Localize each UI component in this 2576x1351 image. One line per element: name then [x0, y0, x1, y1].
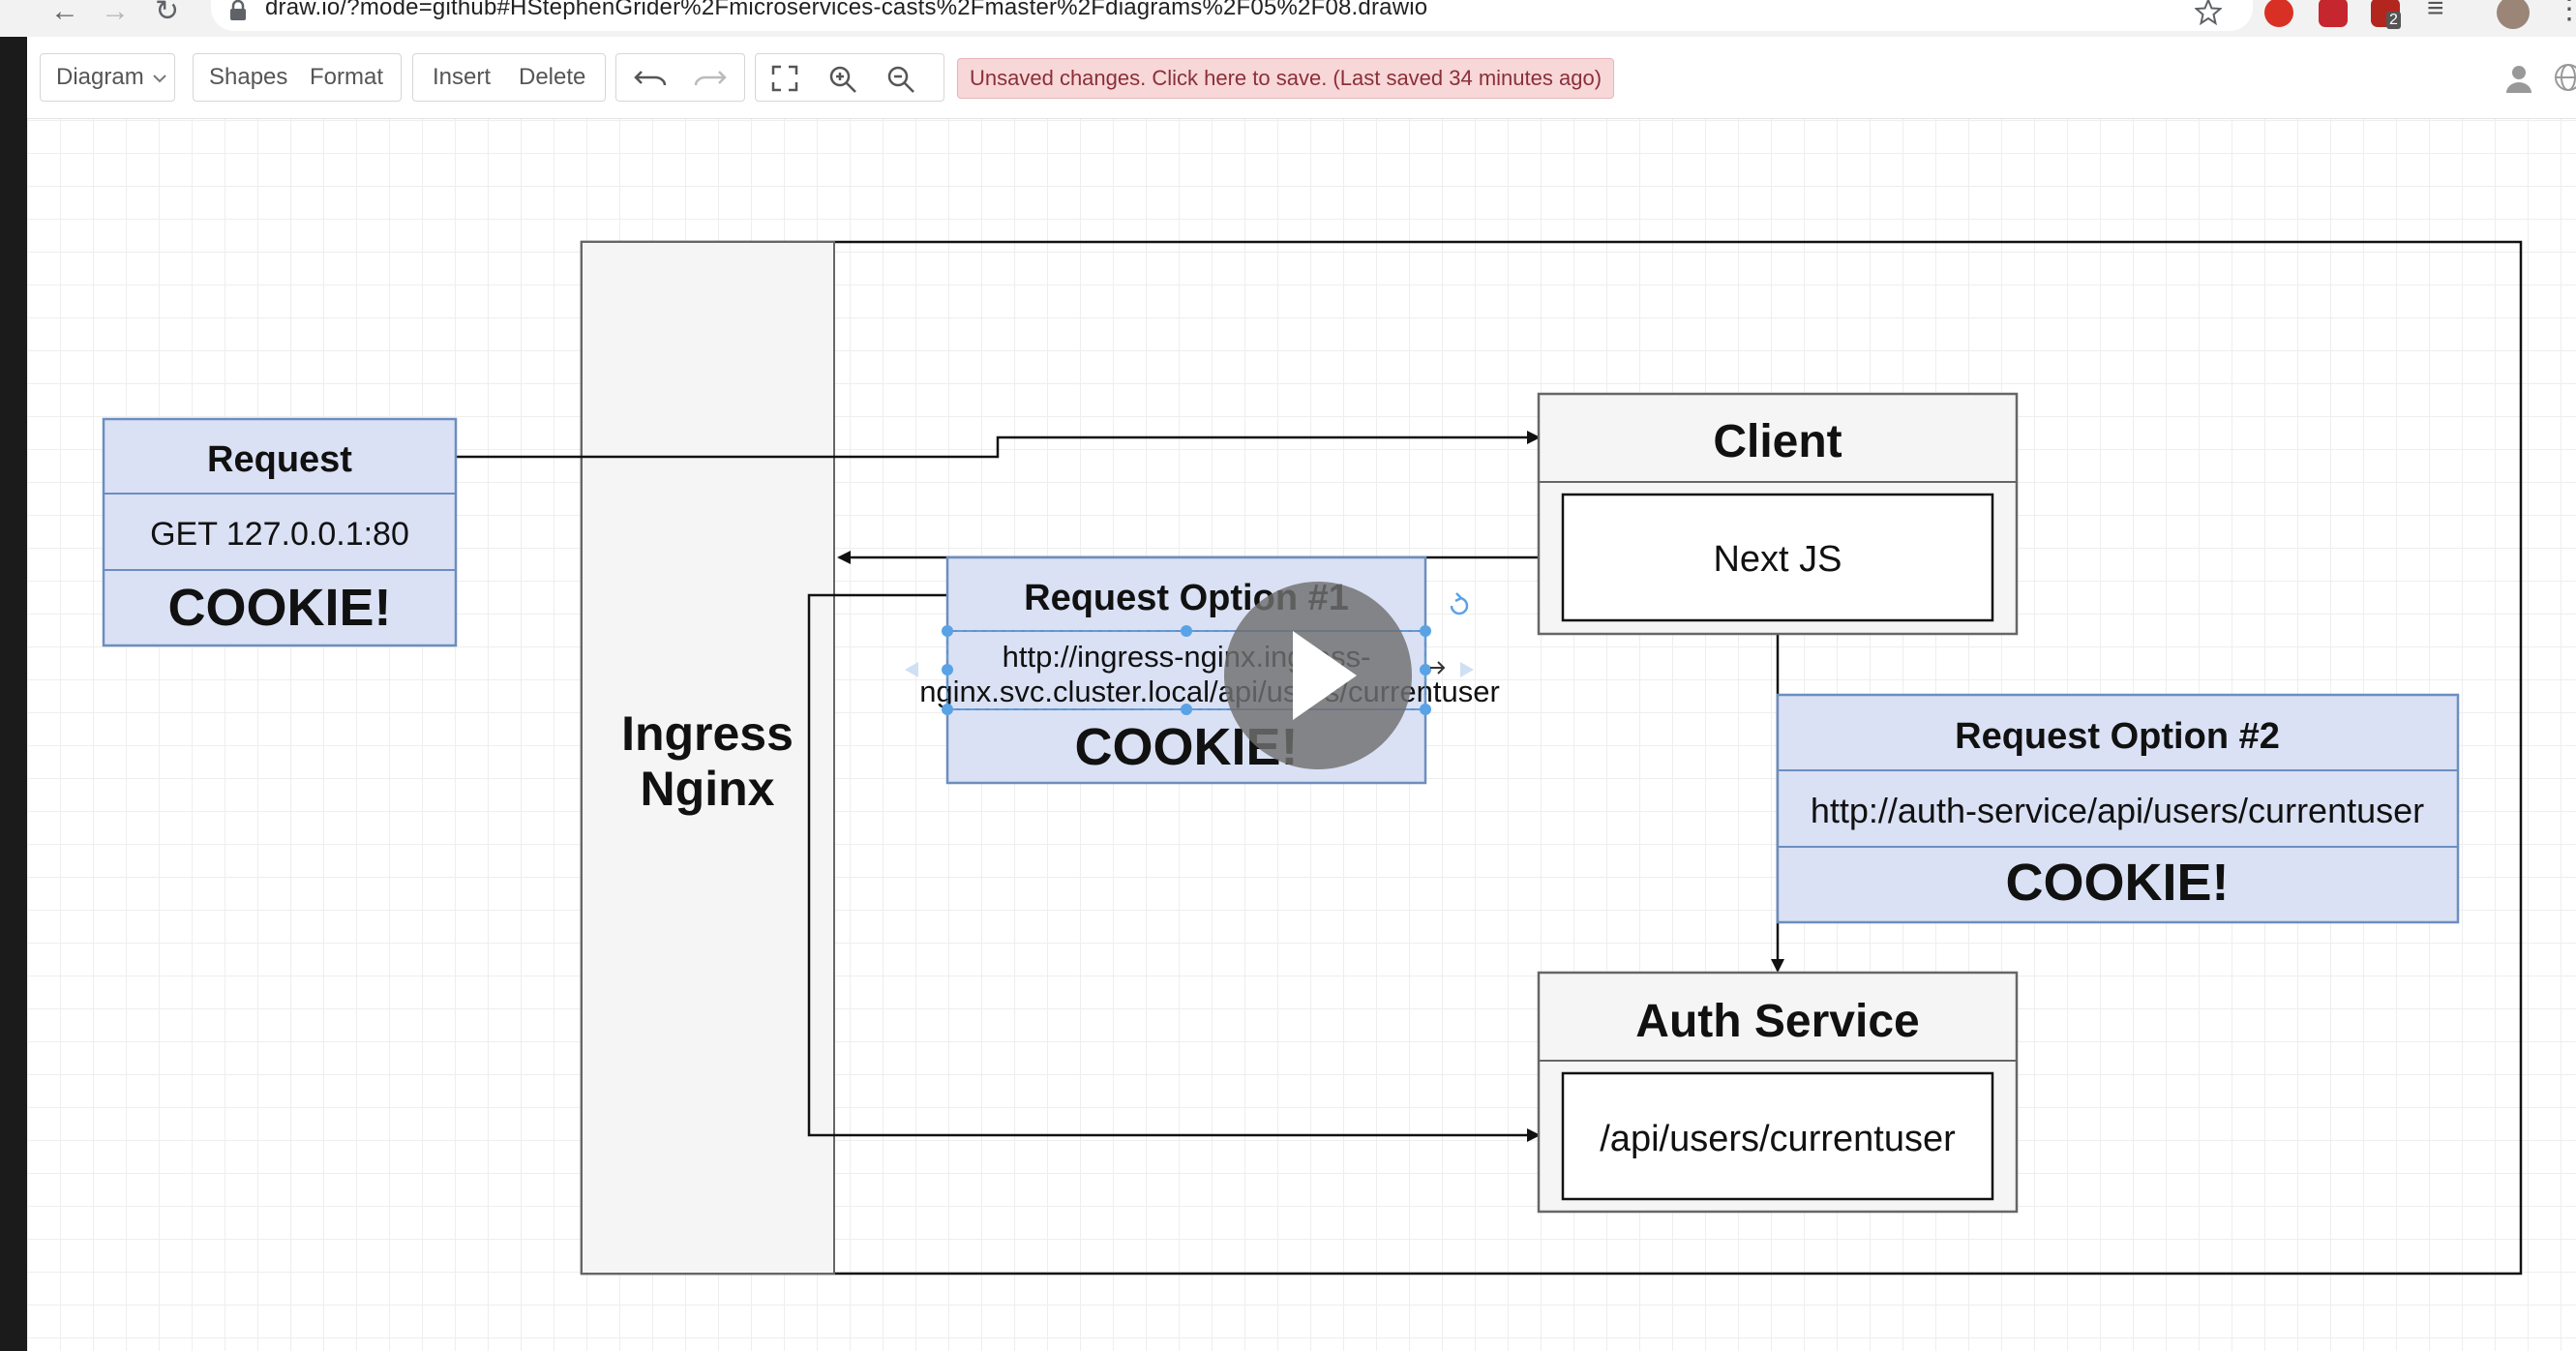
- redo-icon[interactable]: [690, 66, 729, 91]
- forward-arrow-icon[interactable]: →: [101, 0, 130, 27]
- request-box[interactable]: Request GET 127.0.0.1:80 COOKIE!: [102, 417, 458, 647]
- nextjs-box[interactable]: [1561, 493, 1994, 622]
- zoom-in-icon[interactable]: [827, 64, 858, 95]
- client-box[interactable]: Client Next JS: [1537, 392, 2019, 636]
- browser-toolbar: ← → ↻ draw.io/?mode=github#HStephenGride…: [0, 0, 2576, 37]
- format-button[interactable]: Format: [310, 64, 384, 90]
- fullscreen-icon[interactable]: [771, 65, 798, 92]
- selection-handles[interactable]: [905, 625, 1474, 715]
- reload-icon[interactable]: ↻: [155, 0, 180, 27]
- menu-icon[interactable]: ⋮: [2555, 0, 2576, 25]
- extension-icon[interactable]: [2264, 0, 2293, 27]
- option2-title: Request Option #2: [1955, 716, 2280, 757]
- zoom-out-icon[interactable]: [885, 64, 916, 95]
- connector-ingress-to-auth[interactable]: [807, 593, 1541, 1142]
- user-icon[interactable]: [2504, 64, 2533, 93]
- option2-cookie: COOKIE!: [2005, 854, 2229, 912]
- auth-inner-label: /api/users/currentuser: [1600, 1119, 1956, 1159]
- ingress-label-line1: Ingress: [621, 706, 794, 761]
- request-option-1-box[interactable]: Request Option #1 http://ingress-nginx.i…: [919, 555, 1500, 785]
- auth-service-box[interactable]: Auth Service /api/users/currentuser: [1537, 971, 2019, 1214]
- auth-title: Auth Service: [1635, 996, 1919, 1047]
- connector-request-to-client[interactable]: [456, 431, 1541, 459]
- diagram-menu-button[interactable]: Diagram: [56, 64, 144, 90]
- delete-button[interactable]: Delete: [519, 64, 586, 90]
- undo-icon[interactable]: [632, 66, 671, 91]
- reading-list-icon[interactable]: ≡: [2427, 0, 2444, 24]
- diagram-menu-group: Diagram: [40, 53, 175, 102]
- avatar[interactable]: [2497, 0, 2530, 29]
- shapes-button[interactable]: Shapes: [209, 64, 288, 90]
- extension-icon[interactable]: [2319, 0, 2348, 27]
- extension-badge: 2: [2386, 12, 2401, 29]
- play-icon[interactable]: [1224, 582, 1412, 769]
- request-line: GET 127.0.0.1:80: [150, 516, 409, 553]
- insert-button[interactable]: Insert: [433, 64, 492, 90]
- client-title: Client: [1713, 416, 1842, 467]
- chevron-down-icon: [153, 75, 166, 83]
- option1-url-line2: nginx.svc.cluster.local/api/users/curren…: [919, 675, 1500, 708]
- request-option-2-box[interactable]: Request Option #2 http://auth-service/ap…: [1776, 693, 2460, 924]
- star-icon[interactable]: [2195, 0, 2222, 25]
- client-inner-label: Next JS: [1713, 539, 1842, 580]
- request-title: Request: [207, 439, 352, 480]
- ingress-label-line2: Nginx: [641, 762, 775, 816]
- url-text: draw.io/?mode=github#HStephenGrider%2Fmi…: [265, 0, 1428, 20]
- drawio-toolbar: Diagram Shapes Format Insert Delete: [27, 37, 2576, 119]
- view-controls-group: [755, 53, 944, 102]
- option2-url: http://auth-service/api/users/currentuse…: [1811, 791, 2424, 830]
- unsaved-changes-notice[interactable]: Unsaved changes. Click here to save. (La…: [957, 58, 1615, 99]
- shapes-format-group: Shapes Format: [193, 53, 402, 102]
- back-arrow-icon[interactable]: ←: [50, 0, 79, 27]
- insert-delete-group: Insert Delete: [412, 53, 606, 102]
- globe-icon[interactable]: [2553, 62, 2576, 93]
- lock-icon: [230, 0, 246, 20]
- undo-redo-group: [615, 53, 745, 102]
- request-cookie: COOKIE!: [167, 579, 391, 637]
- auth-endpoint-box[interactable]: [1561, 1071, 1994, 1201]
- extension-icon[interactable]: 2: [2371, 0, 2401, 29]
- address-bar[interactable]: [211, 0, 2253, 31]
- rotate-handle-icon[interactable]: [1450, 592, 1469, 615]
- ingress-nginx-box[interactable]: Ingress Nginx: [581, 241, 835, 1275]
